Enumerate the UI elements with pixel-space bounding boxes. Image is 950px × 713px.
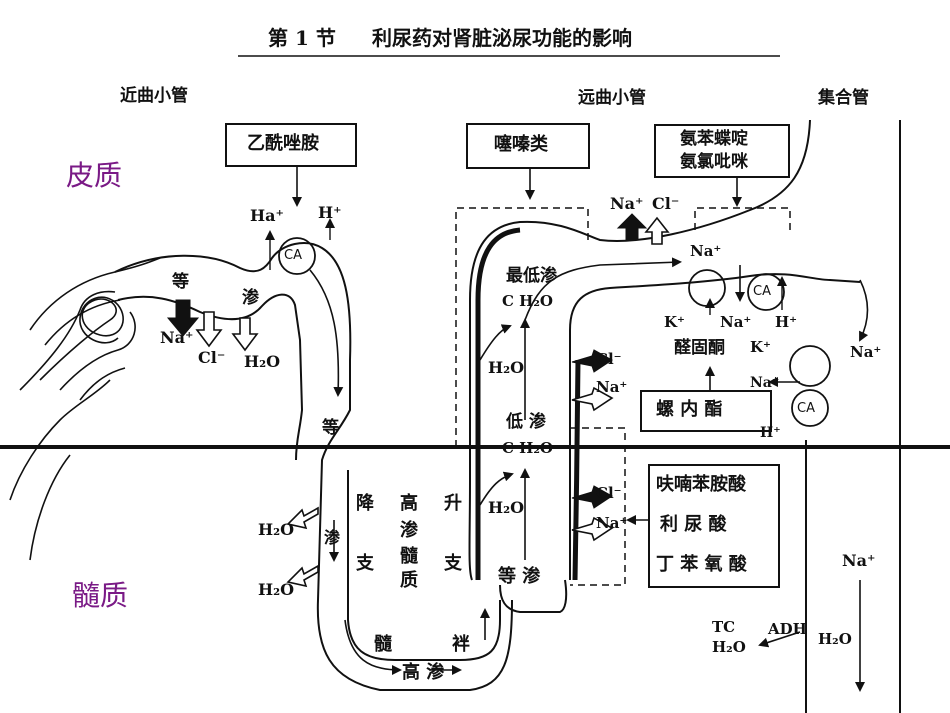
amiloride-label: 氨氯吡咪 (680, 152, 748, 172)
asc-na-label-upper: Na⁺ (596, 378, 628, 396)
asc-h2o-label-lower: H₂O (488, 498, 525, 517)
medulla-label: 髓质 (72, 579, 129, 612)
ch2o-label-upper: C H₂O (502, 292, 553, 310)
active-transport-arrows (166, 213, 648, 509)
desc-h2o-label-2: H₂O (258, 580, 295, 599)
spironolactone-label: 螺 内 酯 (656, 399, 723, 420)
aldosterone-label: 醛固酮 (674, 338, 725, 358)
page-title: 利尿药对肾脏泌尿功能的影响 (372, 26, 632, 50)
ascending-label-b: 支 (444, 553, 462, 574)
triamterene-label: 氨苯蝶啶 (680, 129, 748, 149)
distal-cl-label: Cl⁻ (652, 194, 680, 213)
ascending-label-a: 升 (444, 493, 462, 514)
k-label-1: K⁺ (664, 313, 685, 331)
triamterene-box: 氨苯蝶啶 氨氯吡咪 (654, 124, 790, 178)
k-label-2: K⁺ (750, 338, 771, 356)
high-osm-label-d: 质 (400, 570, 418, 591)
asc-h2o-label-upper: H₂O (488, 358, 525, 377)
asc-na-label-lower: Na⁺ (596, 514, 628, 532)
loop-inner (347, 470, 501, 661)
min-osm-label: 最低渗 (506, 266, 557, 286)
loop-high-osm-label: 高 渗 (402, 662, 445, 683)
na-label-lower-right: Na⁺ (750, 375, 780, 391)
medullary-label: 髓 (374, 634, 392, 655)
flow-arrows (309, 257, 869, 692)
proximal-h2o-label: H₂O (244, 352, 281, 371)
high-osm-label-a: 高 (400, 493, 418, 514)
spironolactone-box: 螺 内 酯 (640, 390, 772, 432)
proximal-osm-label: 渗 (242, 288, 259, 308)
loop-diuretics-box: 呋喃苯胺酸 利 尿 酸 丁 苯 氧 酸 (648, 464, 780, 588)
desc-h2o-label-1: H₂O (258, 520, 295, 539)
collecting-na-label-top: Na⁺ (690, 242, 722, 260)
ethacrynic-acid-label: 利 尿 酸 (660, 514, 727, 535)
furosemide-label: 呋喃苯胺酸 (656, 474, 746, 495)
asc-cl-label-lower: Cl⁻ (596, 484, 622, 502)
thiazides-label: 噻嗪类 (494, 134, 548, 155)
loop-iso-osm-label: 等 渗 (498, 566, 541, 587)
ha-label: Ha⁺ (250, 206, 284, 225)
ca-label-distal: CA (753, 284, 771, 299)
distal-tubule-label: 远曲小管 (578, 88, 646, 108)
h-label: H⁺ (318, 203, 342, 222)
acetazolamide-box: 乙酰唑胺 (225, 123, 357, 167)
descending-label-b: 支 (356, 553, 374, 574)
proximal-na-label: Na⁺ (160, 328, 194, 347)
collecting-na-label: Na⁺ (842, 551, 876, 570)
proximal-tubule (114, 242, 513, 691)
tc-label: TC (712, 618, 736, 636)
glomerulus (9, 257, 161, 561)
ca-circles (278, 237, 831, 427)
high-osm-label-c: 髓 (400, 546, 418, 567)
passive-transport-arrows (195, 216, 670, 588)
section-number: 第 1 节 (268, 26, 336, 50)
proximal-end-iso-label: 等 (322, 418, 339, 438)
proximal-iso-label: 等 (172, 272, 189, 292)
tc-h2o-label: H₂O (712, 638, 746, 656)
asc-cl-label-upper: Cl⁻ (596, 350, 622, 368)
descending-label-a: 降 (356, 493, 374, 514)
proximal-tubule-label: 近曲小管 (120, 86, 188, 106)
thiazides-box: 噻嗪类 (466, 123, 590, 169)
na-label-collecting: Na⁺ (720, 313, 752, 331)
acetazolamide-label: 乙酰唑胺 (247, 133, 319, 154)
cortex-label: 皮质 (66, 159, 123, 192)
bumetanide-label: 丁 苯 氧 酸 (656, 554, 747, 575)
na-label-right: Na⁺ (850, 343, 882, 361)
h-label-collecting: H⁺ (775, 313, 798, 331)
ca-label-proximal: CA (284, 248, 302, 263)
ca-label-collecting: CA (797, 401, 815, 416)
loop-label: 袢 (452, 634, 470, 655)
dashed-regions (455, 207, 791, 586)
adh-h2o-label: H₂O (818, 630, 852, 648)
proximal-cl-label: Cl⁻ (198, 348, 226, 367)
collecting-duct-label: 集合管 (818, 88, 869, 108)
desc-osm-label: 渗 (324, 528, 341, 547)
adh-label: ADH (768, 620, 807, 638)
h-label-bottom: H⁺ (760, 425, 781, 441)
low-osm-label: 低 渗 (506, 412, 546, 432)
ch2o-label-lower: C H₂O (502, 439, 553, 457)
distal-na-label: Na⁺ (610, 194, 644, 213)
high-osm-label-b: 渗 (400, 520, 418, 541)
drug-arrows (292, 165, 742, 525)
